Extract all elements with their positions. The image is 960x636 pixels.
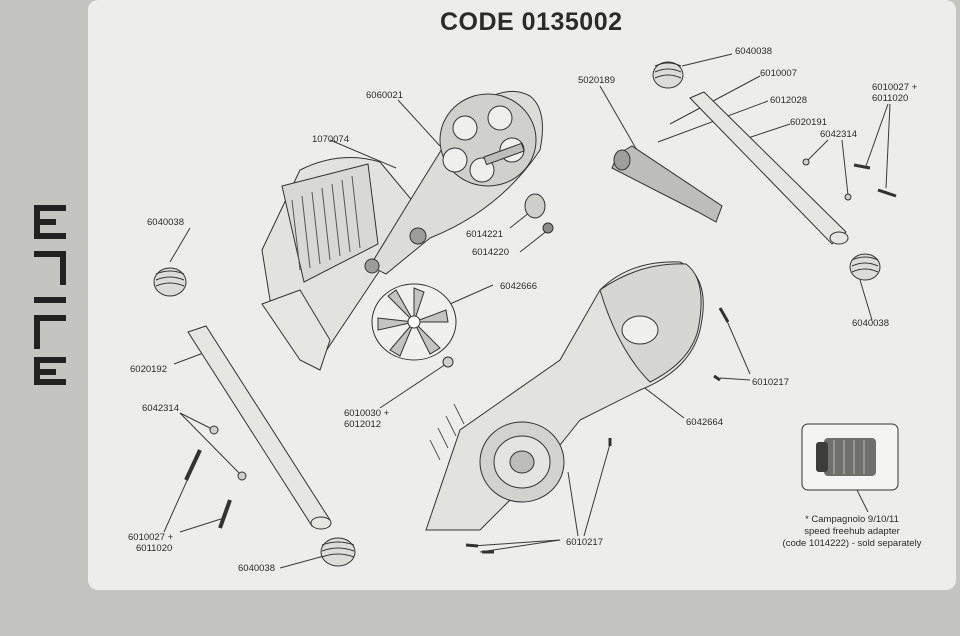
part-label-6040038-top: 6040038 xyxy=(735,46,772,57)
part-label-6010217-bottom: 6010217 xyxy=(566,537,603,548)
freehub-adapter-box xyxy=(801,423,899,491)
part-label-6040038-left: 6040038 xyxy=(147,217,184,228)
part-label-5020189: 5020189 xyxy=(578,75,615,86)
adapter-note: * Campagnolo 9/10/11 speed freehub adapt… xyxy=(772,514,932,550)
leader-lines xyxy=(163,53,891,569)
part-label-6020191: 6020191 xyxy=(790,117,827,128)
page-title: CODE 0135002 xyxy=(440,8,623,36)
part-label-6060021: 6060021 xyxy=(366,90,403,101)
part-label-6012028: 6012028 xyxy=(770,95,807,106)
part-label-6010030: 6010030 + xyxy=(344,408,390,419)
part-label-6011020-top: 6011020 xyxy=(872,93,909,104)
part-label-6011020-bottom: 6011020 xyxy=(136,543,173,554)
adapter-note-line: (code 1014222) - sold separately xyxy=(782,538,922,549)
support-tube xyxy=(611,145,723,223)
part-label-6010027-top: 6010027 + xyxy=(872,82,918,93)
part-label-6042314-left: 6042314 xyxy=(142,403,179,414)
part-label-6020192: 6020192 xyxy=(130,364,167,375)
elite-logo xyxy=(34,205,66,385)
bearings xyxy=(524,193,554,234)
end-cap-parts xyxy=(153,61,881,567)
screws-and-bolts xyxy=(184,158,897,554)
adapter-note-line: speed freehub adapter xyxy=(804,526,900,537)
part-label-6010217-right: 6010217 xyxy=(752,377,789,388)
part-label-6042314-top: 6042314 xyxy=(820,129,857,140)
body-shell xyxy=(425,261,704,531)
part-label-6010007: 6010007 xyxy=(760,68,797,79)
part-label-6040038-right: 6040038 xyxy=(852,318,889,329)
part-label-6042664: 6042664 xyxy=(686,417,723,428)
adapter-note-line: * Campagnolo 9/10/11 xyxy=(805,514,899,525)
leg-tubes xyxy=(187,91,849,530)
part-label-6014220: 6014220 xyxy=(472,247,509,258)
part-label-1070074: 1070074 xyxy=(312,134,349,145)
part-label-6012012: 6012012 xyxy=(344,419,381,430)
fan-part xyxy=(371,283,457,361)
part-label-6010027-bottom: 6010027 + xyxy=(128,532,174,543)
part-label-6014221: 6014221 xyxy=(466,229,503,240)
part-label-6040038-bottom: 6040038 xyxy=(238,563,275,574)
part-label-6042666: 6042666 xyxy=(500,281,537,292)
resistance-unit xyxy=(261,90,543,371)
